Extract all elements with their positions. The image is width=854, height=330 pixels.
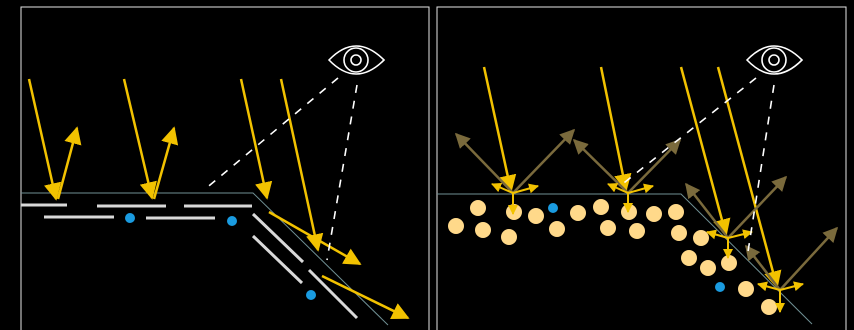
metallic-flakes: [21, 203, 359, 320]
pigment-dots: [548, 203, 725, 292]
particle: [600, 220, 616, 236]
incident-ray: [279, 78, 324, 252]
incident-ray: [679, 66, 731, 237]
pigment-dot: [715, 282, 725, 292]
eye-icon: [745, 45, 804, 75]
particle: [448, 218, 464, 234]
reflected-ray: [321, 274, 410, 320]
light-rays: [27, 78, 410, 320]
particle: [593, 199, 609, 215]
incident-ray: [239, 78, 273, 200]
light-rays: [482, 66, 782, 289]
particle: [549, 221, 565, 237]
reflected-ray: [56, 126, 82, 200]
panel-frame: [436, 6, 847, 330]
scattered-ray: [727, 175, 788, 239]
pigment-dot: [125, 213, 135, 223]
particle: [470, 200, 486, 216]
particle: [761, 299, 777, 315]
incident-ray: [27, 78, 62, 201]
incident-ray: [599, 66, 632, 192]
scattered-ray: [779, 226, 839, 291]
coating-surface-line: [21, 192, 389, 326]
scatter-point: [757, 281, 804, 313]
particle: [681, 250, 697, 266]
sight-line: [746, 84, 775, 259]
observer-sight-lines: [619, 77, 775, 259]
particle: [528, 208, 544, 224]
particle: [700, 260, 716, 276]
scattered-ray: [454, 132, 514, 194]
scattering-particles: [448, 199, 777, 315]
pigment-dot: [548, 203, 558, 213]
scattered-ray: [685, 182, 729, 239]
particle: [475, 222, 491, 238]
sight-line: [203, 77, 339, 191]
particle: [629, 223, 645, 239]
specular-reflection-panel: [20, 6, 430, 330]
sight-line: [619, 77, 757, 187]
scatter-point: [706, 229, 753, 259]
reflected-ray: [152, 126, 179, 200]
panel-frame: [20, 6, 430, 330]
particle: [671, 225, 687, 241]
scatter-point: [607, 183, 654, 213]
scattered-ray: [572, 138, 629, 194]
particle: [693, 230, 709, 246]
scattered-ray: [745, 244, 781, 291]
scattered-rays: [454, 128, 839, 291]
flake: [251, 234, 304, 285]
particle: [501, 229, 517, 245]
incident-ray: [716, 66, 782, 289]
particle: [668, 204, 684, 220]
pigment-dot: [227, 216, 237, 226]
scatter-point: [491, 182, 539, 215]
incident-ray: [482, 66, 517, 193]
pigment-dot: [306, 290, 316, 300]
particle: [646, 206, 662, 222]
flake: [251, 212, 305, 264]
diffuse-scattering-panel: [436, 6, 847, 330]
particle: [721, 255, 737, 271]
flake: [307, 268, 359, 320]
sight-line: [326, 84, 358, 261]
eye-icon: [327, 45, 386, 75]
pigment-dots: [125, 213, 316, 300]
scatter-points: [491, 182, 804, 313]
particle: [738, 281, 754, 297]
observer-sight-lines: [203, 77, 358, 261]
scattered-ray: [512, 128, 576, 194]
scattered-ray: [627, 138, 682, 194]
incident-ray: [122, 78, 157, 200]
particle: [570, 205, 586, 221]
